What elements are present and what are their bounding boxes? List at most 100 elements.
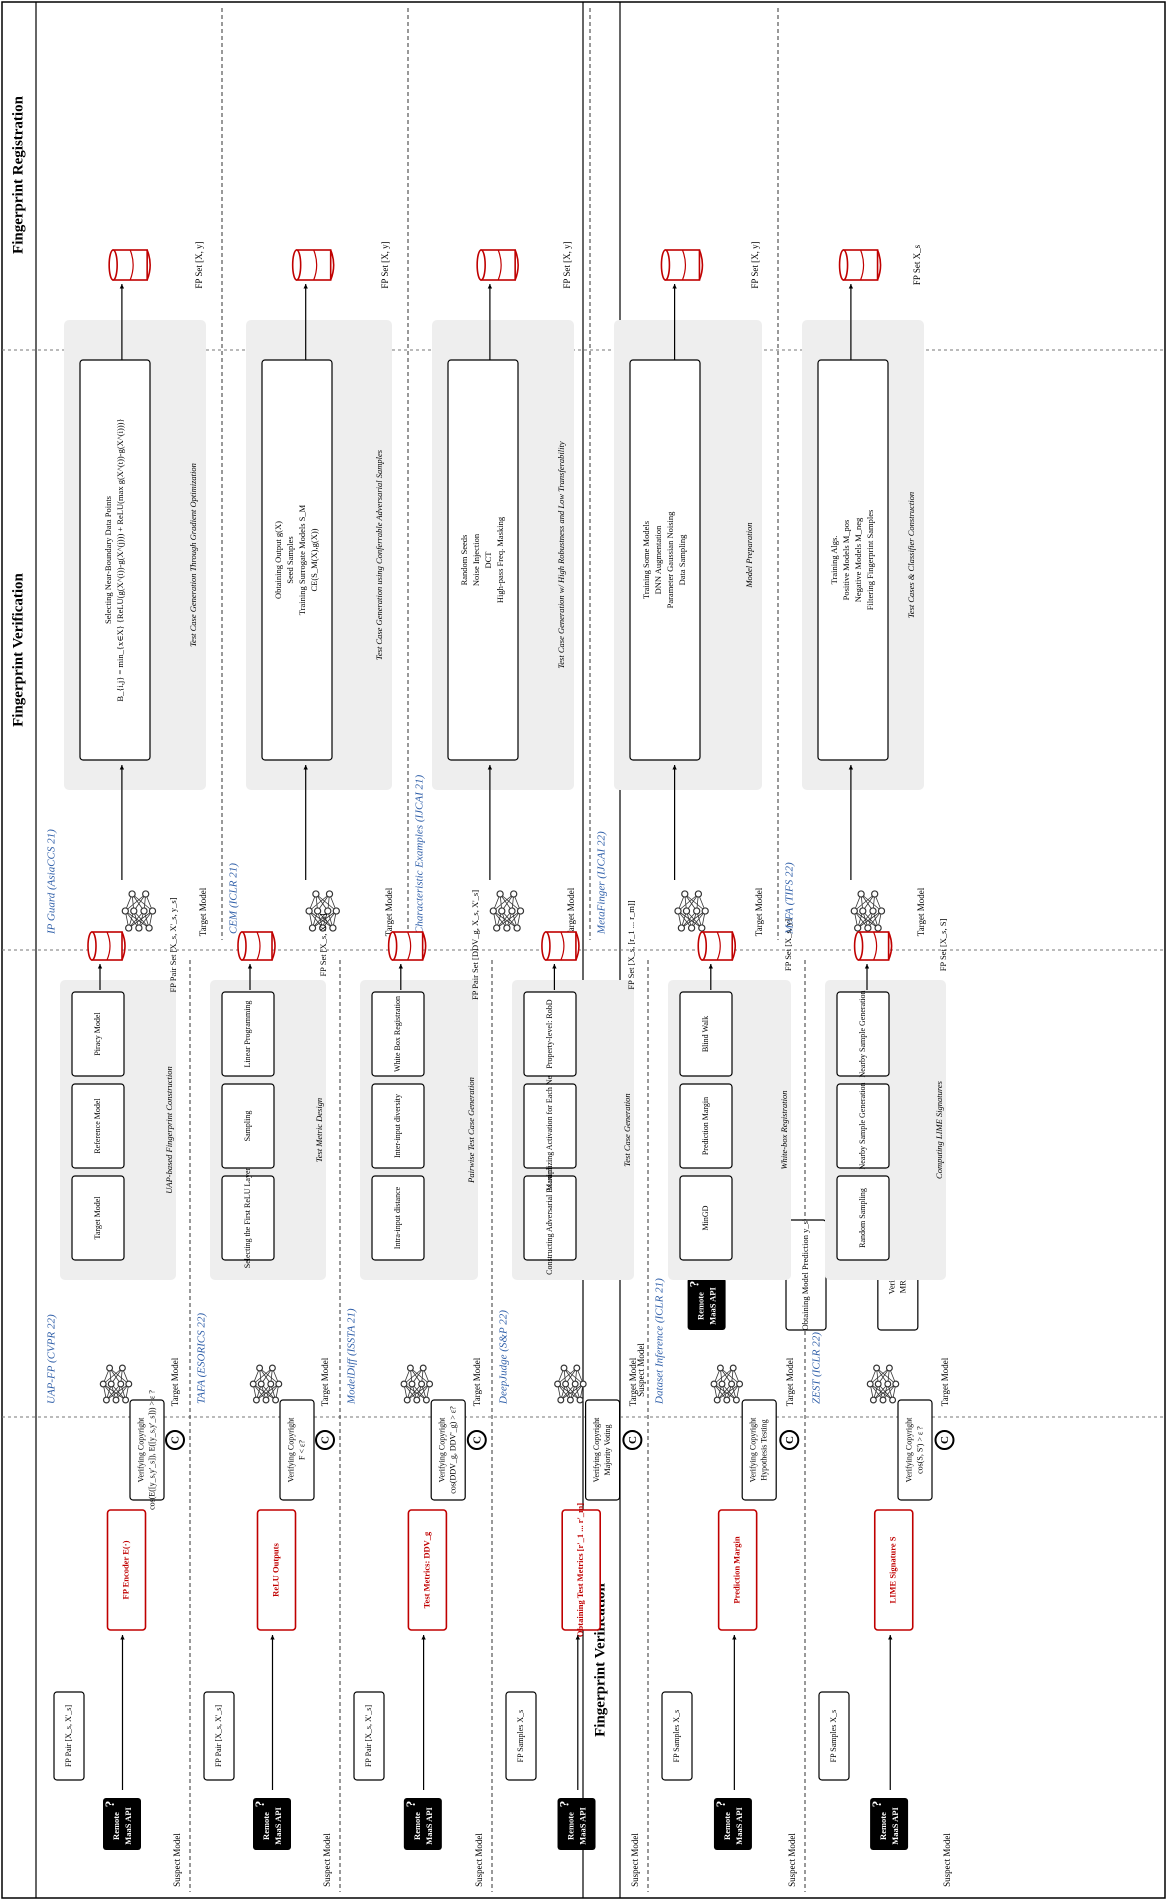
database-top	[853, 931, 864, 961]
registration-box: Blind Walk	[701, 1016, 710, 1052]
database-top	[87, 931, 97, 961]
verify-box-frame	[897, 1399, 933, 1501]
nn-node	[874, 924, 882, 932]
fp-set-label: FP Set [X_s, y]	[783, 919, 793, 971]
registration-box: Nearby Sample Generation	[858, 990, 867, 1077]
nn-edge	[713, 1383, 737, 1401]
registration-box-frame	[679, 1175, 733, 1261]
method-name: TAFA (ESORICS 22)	[196, 1313, 208, 1404]
registration-box: Selecting the First ReLU Layer	[243, 1167, 252, 1268]
remote-api-box	[687, 1278, 726, 1330]
nn-node	[121, 907, 129, 915]
nn-node	[716, 1364, 724, 1372]
nn-node	[496, 890, 504, 898]
nn-edge	[716, 1383, 740, 1401]
registration-box: Negative Models M_neg	[853, 517, 863, 602]
metric-box-frame	[256, 1509, 297, 1631]
fp-set-label: FP Set [X, y]	[380, 241, 390, 288]
arrow-head	[672, 765, 677, 770]
copyright-icon-letter: C	[784, 1436, 796, 1444]
registration-box: Maximizing Activation for Each Neuron	[545, 1061, 554, 1191]
nn-edge	[677, 910, 703, 929]
database-top	[291, 249, 302, 281]
nn-node	[252, 1396, 260, 1404]
nn-node	[313, 907, 322, 915]
target-model-label: Target Model	[170, 1357, 180, 1406]
method-row: IP Guard (AsiaCCS 21)Target ModelSelecti…	[46, 241, 209, 936]
nn-node	[681, 890, 689, 898]
registration-box: Random Sampling	[858, 1188, 867, 1248]
verify-box: cos(E([y_s,y'_s]), E([y_s,y'_s])) > ε ?	[147, 1390, 156, 1510]
fp-pair-box: FP Pair [X_s, X'_s]	[364, 1705, 373, 1767]
registration-box-frame	[71, 1175, 125, 1261]
registration-box: Target Model	[93, 1196, 102, 1240]
arrow-head	[864, 964, 870, 969]
database-ring	[560, 931, 565, 961]
nn-node	[687, 924, 696, 932]
database-top	[237, 931, 247, 961]
metric-box-frame	[873, 1509, 914, 1631]
fp-set-label: FP Set [X_s, [r_1 ... r_m]]	[626, 900, 636, 989]
fp-set-label: FP Set [X, y]	[562, 241, 572, 288]
database-body	[842, 249, 879, 281]
nn-edge	[128, 910, 153, 929]
arrow-head	[270, 1635, 275, 1640]
method-row: MetaFinger (IJCAI 22)Target ModelTrainin…	[596, 241, 765, 936]
registration-box-frame	[523, 1175, 577, 1261]
nn-edge	[563, 1367, 584, 1385]
arrow-head	[303, 284, 308, 289]
fp-pair-box: FP Pair [X_s, X'_s]	[214, 1705, 223, 1767]
arrow-head	[247, 964, 253, 969]
method-name: ZEST (ICLR 22)	[811, 1332, 823, 1404]
registration-box: B_{i,j} = min_{x∈X} {ReLU(g(X^(i))-g(X^(…	[115, 418, 125, 701]
nn-node	[710, 1380, 718, 1388]
registration-box-frame	[71, 1083, 125, 1169]
metric-box-frame	[106, 1509, 147, 1631]
remote-api-label: MaaS API	[890, 1807, 900, 1845]
registration-box: Training Surrogate Models S_M	[297, 504, 307, 615]
database-ring	[716, 931, 721, 961]
nn-node	[493, 924, 501, 932]
database-ring	[313, 249, 318, 281]
fp-set-label: FP Set X_s	[912, 244, 922, 285]
nn-node	[698, 924, 706, 932]
method-name: Characteristic Examples (IJCAI 21)	[414, 775, 426, 934]
registration-caption: Pairwise Test Case Generation	[466, 1077, 476, 1184]
registration-caption: UAP-based Fingerprint Construction	[164, 1066, 174, 1194]
nn-edge	[681, 910, 706, 929]
target-model-label: Target Model	[198, 887, 208, 936]
nn-node	[729, 1364, 737, 1372]
database-top	[387, 931, 398, 961]
nn-node	[257, 1380, 265, 1388]
nn-node	[419, 1364, 427, 1372]
nn-node	[275, 1380, 283, 1388]
database-bottom	[271, 931, 276, 961]
database-bottom	[575, 931, 580, 961]
registration-box-frame	[79, 359, 151, 761]
verify-box: Verifying Copyright	[286, 1417, 295, 1482]
nn-node	[877, 907, 886, 915]
nn-edge	[877, 1383, 893, 1401]
remote-api-box	[403, 1798, 442, 1850]
nn-edge	[493, 893, 514, 912]
database-ring	[407, 931, 412, 961]
nn-edge	[565, 1383, 581, 1401]
suspect-model-label: Suspect Model	[322, 1833, 332, 1887]
registration-box-frame	[629, 359, 701, 761]
arrow-head	[487, 284, 493, 289]
nn-node	[107, 1380, 115, 1388]
arrow-head	[888, 1635, 893, 1640]
nn-node	[859, 907, 867, 915]
nn-node	[674, 907, 682, 915]
verify-box: Majority Voting	[603, 1424, 612, 1475]
nn-edge	[403, 1383, 427, 1401]
question-icon: ?	[687, 1281, 702, 1288]
remote-api-label: Remote	[565, 1812, 575, 1840]
nn-edge	[106, 1383, 130, 1401]
copyright-icon-letter: C	[170, 1436, 182, 1444]
nn-edge	[686, 910, 703, 929]
registration-box: Intra-input distance	[393, 1186, 402, 1249]
registration-box-frame	[523, 1083, 577, 1169]
remote-api-box	[103, 1798, 141, 1850]
